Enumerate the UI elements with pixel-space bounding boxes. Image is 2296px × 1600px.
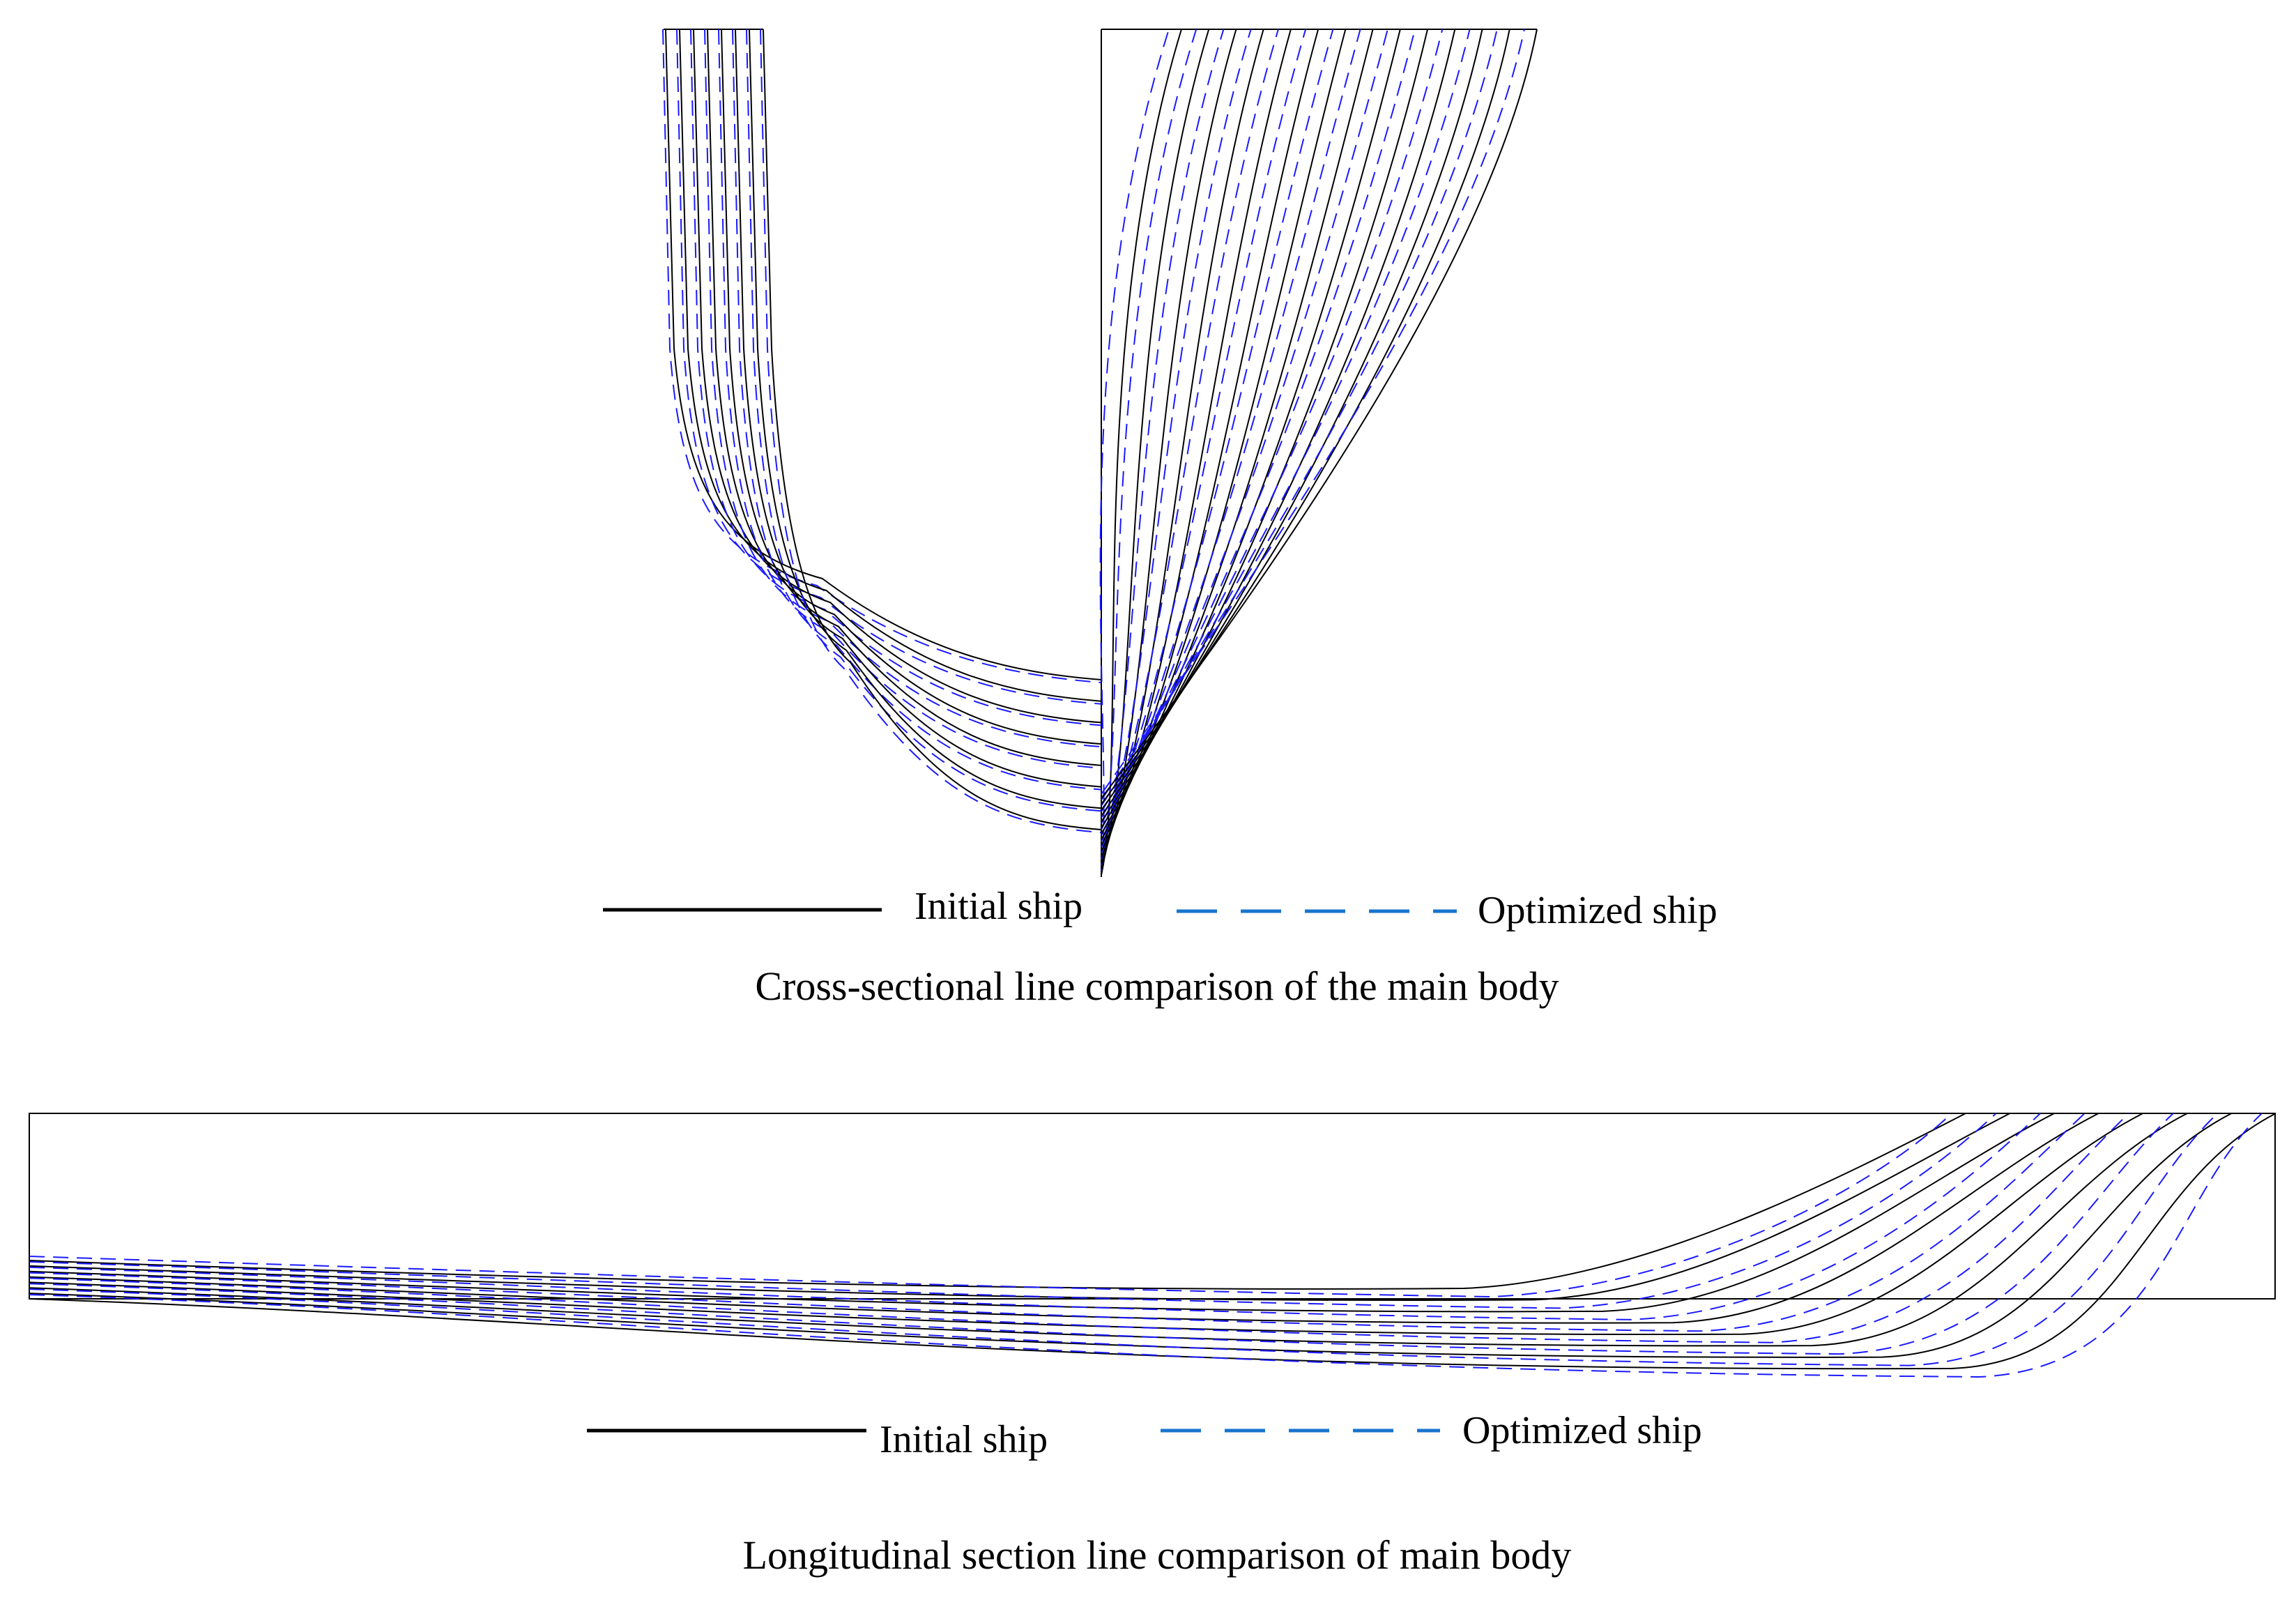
forward-section-optimized [1101,29,1471,807]
aft-section-initial [721,29,1102,766]
legend-optimized-label: Optimized ship [1478,889,1717,932]
buttock-line-optimized [29,1113,2041,1320]
aft-section-optimized [760,29,1102,833]
cross-section-legend: Initial ship Optimized ship [603,885,1717,932]
aft-section-initial [693,29,1102,724]
forward-section-optimized [1101,29,1416,818]
forward-section-optimized [1101,29,1498,801]
legend-optimized-label-2: Optimized ship [1462,1409,1702,1452]
legend-initial-label-2: Initial ship [880,1418,1048,1461]
forward-section-initial [1101,29,1538,799]
longitudinal-caption: Longitudinal section line comparison of … [743,1532,1572,1578]
cross-section-caption: Cross-sectional line comparison of the m… [755,963,1559,1009]
aft-section-optimized [662,29,1102,683]
forward-section-initial [1101,29,1292,852]
buttock-line-initial [29,1113,2055,1313]
forward-section-optimized [1101,29,1334,836]
forward-section-initial [1101,29,1182,876]
aft-section-optimized [732,29,1102,791]
buttock-line-optimized [29,1113,2263,1378]
aft-section-optimized [718,29,1102,769]
forward-section-initial [1101,29,1264,858]
buttock-line-optimized [29,1113,2174,1355]
forward-section-optimized [1101,29,1197,865]
aft-section-initial [749,29,1102,809]
buttock-line-initial [29,1113,2143,1336]
buttock-line-optimized [29,1113,2085,1332]
aft-section-optimized [746,29,1102,812]
forward-section-optimized [1101,29,1388,824]
aft-section-initial [763,29,1102,830]
forward-section-initial [1101,29,1319,846]
forward-section-optimized [1101,29,1525,795]
forward-section-initial [1101,29,1456,816]
forward-section-optimized [1101,29,1279,848]
forward-section-optimized [1099,29,1170,871]
buttock-lines [29,1113,2276,1378]
buttock-line-initial [29,1113,2276,1370]
body-plan-diagram [662,29,1538,877]
buttock-line-initial [29,1113,2011,1302]
buttock-line-initial [29,1113,2099,1324]
buttock-line-optimized [29,1113,2129,1343]
forward-sections [1099,29,1538,876]
aft-sections [662,29,1102,833]
forward-section-initial [1101,29,1429,823]
buttock-line-initial [29,1113,1966,1290]
forward-section-initial [1101,29,1237,864]
aft-section-initial [735,29,1102,788]
aft-section-optimized [690,29,1102,726]
aft-section-initial [665,29,1102,680]
legend-initial-label: Initial ship [914,885,1082,928]
buttock-line-optimized [29,1113,2219,1366]
aft-section-optimized [704,29,1102,748]
aft-section-initial [679,29,1102,702]
profile-diagram [29,1113,2276,1378]
buttock-line-optimized [29,1113,1997,1309]
longitudinal-legend: Initial ship Optimized ship [587,1409,1702,1461]
aft-section-initial [707,29,1102,745]
buttock-line-initial [29,1113,2188,1347]
buttock-line-initial [29,1113,2232,1358]
aft-section-optimized [676,29,1102,705]
forward-section-initial [1101,29,1347,840]
buttock-line-optimized [29,1113,1952,1298]
